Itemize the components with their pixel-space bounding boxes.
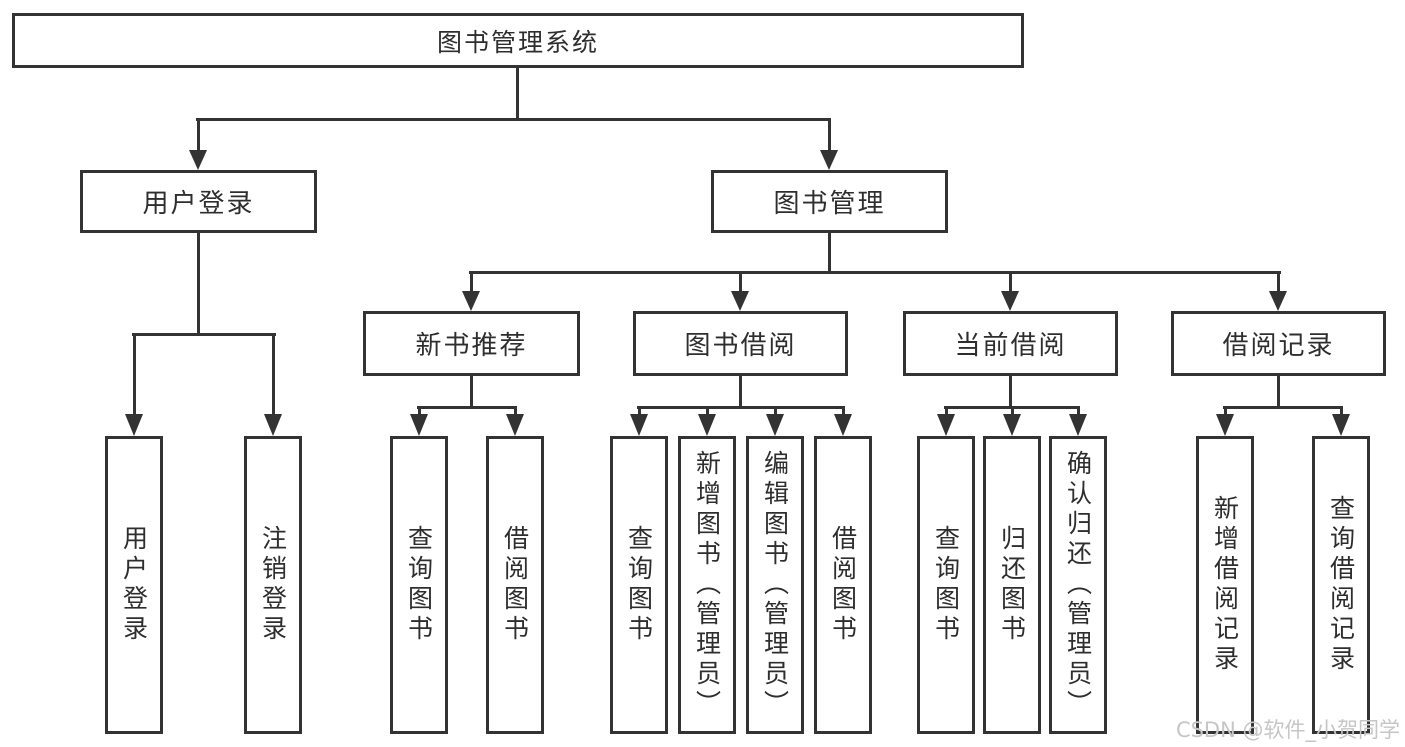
leaf-borrow-books: 借阅图书 [814, 436, 872, 734]
connector-line [739, 376, 742, 409]
leaf-label: 新增借阅记录 [1210, 495, 1240, 675]
arrowhead-down-icon [834, 414, 852, 436]
node-label: 借阅记录 [1222, 331, 1335, 361]
connector-line [1223, 406, 1227, 416]
arrowhead-down-icon [1216, 414, 1234, 436]
arrowhead-down-icon [1269, 291, 1287, 311]
leaf-label: 查询图书 [404, 525, 434, 645]
arrowhead-down-icon [820, 150, 838, 170]
leaf-add-books-admin: 新增图书（管理员） [678, 436, 736, 734]
arrowhead-down-icon [1069, 414, 1087, 436]
connector-line [841, 406, 845, 416]
node-label: 用户登录 [142, 189, 255, 219]
arrowhead-down-icon [462, 291, 480, 311]
arrowhead-down-icon [410, 414, 428, 436]
connector-line [739, 271, 742, 293]
connector-line [271, 333, 275, 416]
arrowhead-down-icon [1332, 414, 1350, 436]
node-library-management-system: 图书管理系统 [12, 13, 1024, 68]
node-book-management: 图书管理 [711, 170, 948, 233]
connector-line [197, 233, 200, 336]
connector-line [417, 406, 517, 409]
leaf-label: 确认归还（管理员） [1063, 450, 1093, 720]
leaf-label: 新增图书（管理员） [692, 450, 722, 720]
node-label: 当前借阅 [954, 331, 1067, 361]
arrowhead-down-icon [937, 414, 955, 436]
leaf-label: 借阅图书 [500, 525, 530, 645]
arrowhead-down-icon [506, 414, 524, 436]
arrowhead-down-icon [264, 414, 282, 436]
arrowhead-down-icon [1003, 414, 1021, 436]
leaf-query-books: 查询图书 [390, 436, 448, 734]
leaf-label: 注销登录 [258, 525, 288, 645]
node-borrowing-records: 借阅记录 [1171, 311, 1386, 376]
node-new-book-recommendation: 新书推荐 [363, 311, 580, 376]
arrowhead-down-icon [1001, 291, 1019, 311]
leaf-user-login: 用户登录 [105, 436, 163, 734]
connector-line [773, 406, 777, 416]
node-label: 图书管理 [773, 189, 886, 219]
connector-line [828, 233, 831, 274]
csdn-watermark: CSDN @软件_小贺同学 [1175, 718, 1400, 742]
connector-line [470, 271, 473, 293]
connector-line [1339, 406, 1343, 416]
arrowhead-down-icon [698, 414, 716, 436]
arrowhead-down-icon [189, 150, 207, 170]
connector-line [1010, 406, 1014, 416]
leaf-label: 归还图书 [997, 525, 1027, 645]
node-label: 图书借阅 [684, 331, 797, 361]
connector-line [1277, 271, 1280, 293]
connector-line [1009, 376, 1012, 409]
leaf-label: 借阅图书 [828, 525, 858, 645]
leaf-confirm-return-admin: 确认归还（管理员） [1049, 436, 1107, 734]
arrowhead-down-icon [125, 414, 143, 436]
connector-line [196, 118, 831, 121]
leaf-query-borrow-record: 查询借阅记录 [1312, 436, 1370, 734]
leaf-label: 查询图书 [624, 525, 654, 645]
connector-line [1277, 376, 1280, 409]
connector-line [705, 406, 709, 416]
connector-line [944, 406, 948, 416]
connector-line [417, 406, 421, 416]
connector-line [1223, 406, 1343, 409]
arrowhead-down-icon [630, 414, 648, 436]
leaf-borrow-books: 借阅图书 [486, 436, 544, 734]
node-user-login: 用户登录 [80, 170, 317, 233]
connector-line [469, 271, 1281, 274]
connector-line [637, 406, 845, 409]
leaf-edit-books-admin: 编辑图书（管理员） [746, 436, 804, 734]
node-label: 新书推荐 [415, 331, 528, 361]
leaf-add-borrow-record: 新增借阅记录 [1196, 436, 1254, 734]
leaf-label: 用户登录 [119, 525, 149, 645]
connector-line [516, 68, 519, 121]
connector-line [513, 406, 517, 416]
leaf-query-books: 查询图书 [610, 436, 668, 734]
leaf-return-books: 归还图书 [983, 436, 1041, 734]
node-current-borrowing: 当前借阅 [903, 311, 1118, 376]
connector-line [828, 118, 831, 152]
node-book-borrowing: 图书借阅 [633, 311, 848, 376]
leaf-label: 查询图书 [931, 525, 961, 645]
arrowhead-down-icon [731, 291, 749, 311]
leaf-logout: 注销登录 [244, 436, 302, 734]
leaf-query-books: 查询图书 [917, 436, 975, 734]
leaf-label: 查询借阅记录 [1326, 495, 1356, 675]
connector-line [470, 376, 473, 409]
arrowhead-down-icon [766, 414, 784, 436]
connector-line [197, 118, 200, 152]
node-label: 图书管理系统 [436, 27, 599, 57]
connector-line [1076, 406, 1080, 416]
connector-line [637, 406, 641, 416]
connector-line [132, 333, 276, 336]
connector-line [1009, 271, 1012, 293]
connector-line [132, 333, 136, 416]
leaf-label: 编辑图书（管理员） [760, 450, 790, 720]
